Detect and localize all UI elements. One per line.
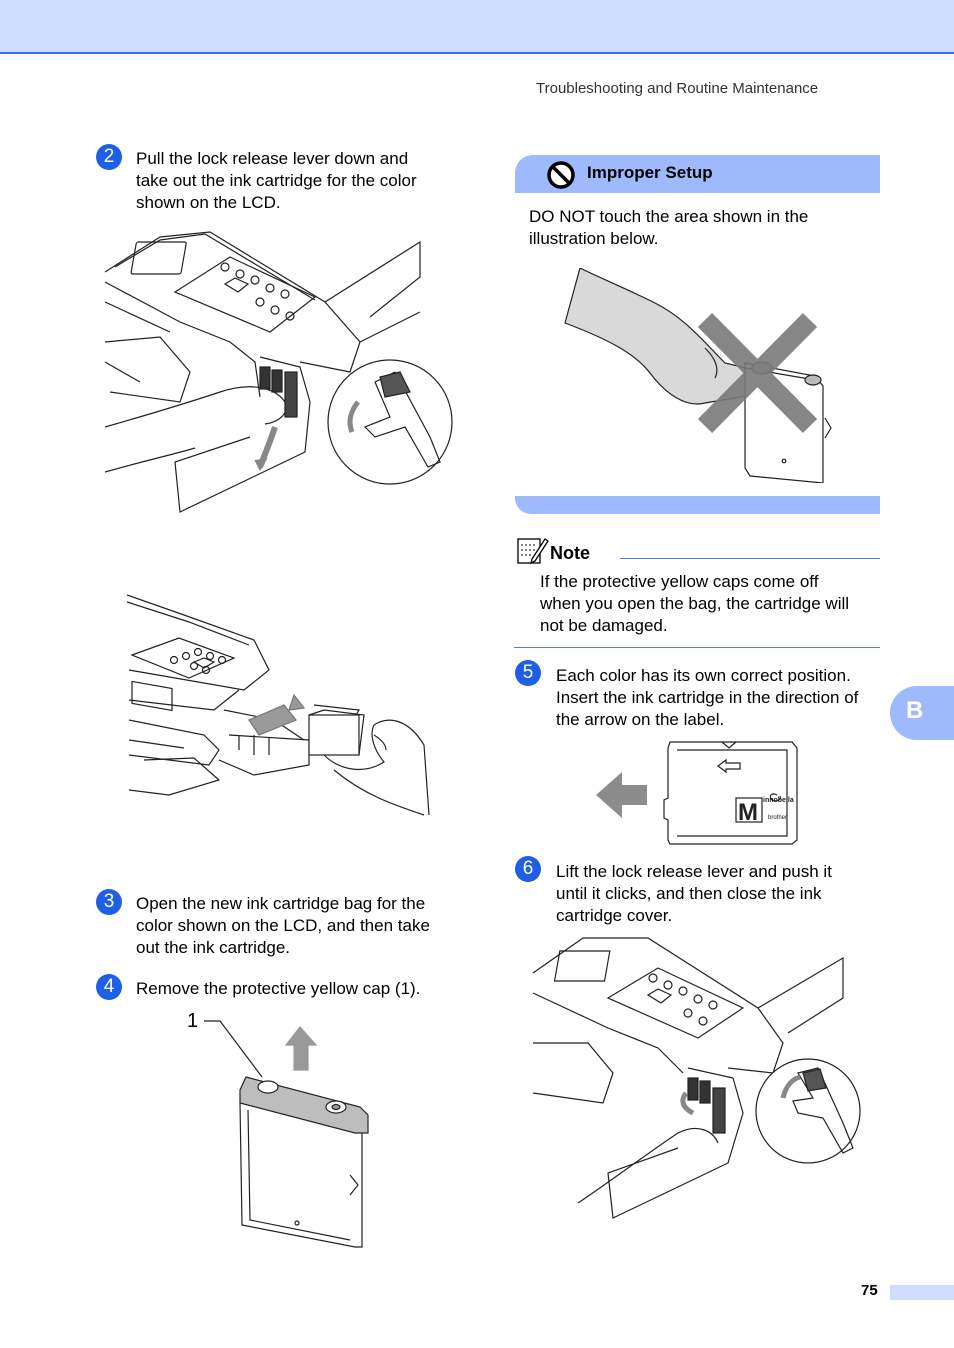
callout-label-1: 1 [187, 1010, 199, 1032]
prohibited-icon [547, 161, 575, 189]
improper-setup-footer [515, 496, 880, 514]
step-2-line-3: shown on the LCD. [136, 193, 281, 212]
note-text: If the protective yellow caps come off w… [540, 571, 849, 637]
improper-setup-header [515, 155, 880, 193]
step-3-line-1: Open the new ink cartridge bag for the [136, 894, 426, 913]
note-pencil-icon [517, 538, 549, 565]
figure-remove-cartridge [104, 231, 453, 513]
running-head: Troubleshooting and Routine Maintenance [536, 80, 819, 97]
step-5-line-3: the arrow on the label. [556, 710, 725, 729]
figure-open-bag [126, 594, 430, 816]
header-bar [0, 0, 954, 54]
cartridge-brand: innobella [763, 797, 794, 804]
step-2-line-1: Pull the lock release lever down and [136, 149, 409, 168]
step-6-line-2: until it clicks, and then close the ink [556, 884, 822, 903]
note-rule-top [620, 558, 880, 559]
note-line-3: not be damaged. [540, 616, 668, 635]
step-6-line-1: Lift the lock release lever and push it [556, 862, 832, 881]
step-6-text: Lift the lock release lever and push it … [556, 861, 832, 927]
chapter-tab [890, 686, 954, 740]
cartridge-letter: M [738, 799, 758, 826]
step-3-text: Open the new ink cartridge bag for the c… [136, 893, 430, 959]
improper-setup-line-1: DO NOT touch the area shown in the [529, 207, 809, 226]
note-line-1: If the protective yellow caps come off [540, 572, 819, 591]
step-2-text: Pull the lock release lever down and tak… [136, 148, 417, 214]
page-number: 75 [861, 1282, 878, 1299]
step-5-line-1: Each color has its own correct position. [556, 666, 851, 685]
step-3-badge: 3 [96, 889, 122, 915]
improper-setup-line-2: illustration below. [529, 229, 659, 248]
page-number-bar [890, 1285, 954, 1300]
figure-cartridge-cap [204, 1020, 369, 1248]
figure-cartridge-label: M innobella brother [596, 741, 798, 845]
step-5-line-2: Insert the ink cartridge in the directio… [556, 688, 859, 707]
step-4-line-1: Remove the protective yellow cap (1). [136, 979, 421, 998]
step-4-text: Remove the protective yellow cap (1). [136, 978, 420, 1000]
figure-do-not-touch [564, 268, 832, 483]
step-5-text: Each color has its own correct position.… [556, 665, 858, 731]
step-6-line-3: cartridge cover. [556, 906, 673, 925]
chapter-tab-letter: B [906, 697, 924, 724]
step-2-line-2: take out the ink cartridge for the color [136, 171, 417, 190]
step-3-line-2: color shown on the LCD, and then take [136, 916, 430, 935]
insert-direction-arrow-icon [596, 772, 647, 818]
step-5-badge: 5 [515, 660, 541, 686]
improper-setup-title: Improper Setup [587, 163, 713, 182]
note-line-2: when you open the bag, the cartridge wil… [540, 594, 850, 613]
note-rule-bottom [514, 647, 880, 648]
note-title: Note [550, 543, 590, 563]
step-2-badge: 2 [96, 144, 122, 170]
improper-setup-text: DO NOT touch the area shown in the illus… [529, 206, 808, 250]
step-6-badge: 6 [515, 856, 541, 882]
cartridge-maker: brother [768, 815, 787, 821]
step-3-line-3: out the ink cartridge. [136, 938, 291, 957]
step-4-badge: 4 [96, 974, 122, 1000]
figure-lift-lever [532, 937, 861, 1219]
